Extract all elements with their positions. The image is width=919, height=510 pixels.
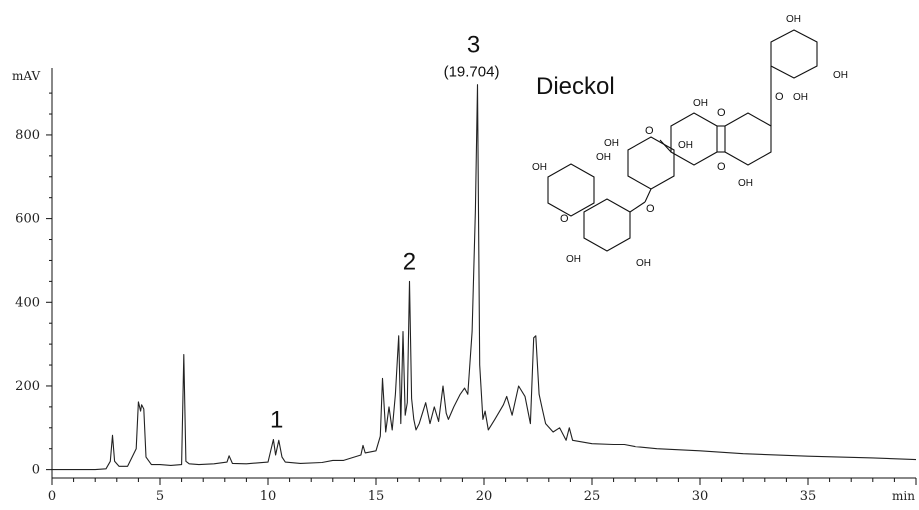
chromatogram-trace [52,84,917,471]
y-tick-label: 200 [15,379,40,394]
oh-label-d2: OH [678,140,693,151]
ring-b [724,112,772,166]
y-axis-unit: mAV [12,69,40,83]
x-tick-label: 20 [476,489,493,504]
ring-f [583,198,631,252]
x-tick-label: 25 [584,489,601,504]
dieckol-structure: O O OH OH OH O OH OH O OH OH O O OH OH O… [532,14,848,269]
x-tick-label: 5 [156,489,164,504]
oh-label-d1: OH [604,138,619,149]
oh-label-b1: OH [793,92,808,103]
annotation-layer: 1 2 3 (19.704) [270,32,499,434]
peak-retention-time: (19.704) [444,64,500,81]
oh-label-c1: OH [786,14,801,25]
peak-label-1: 1 [270,407,283,434]
ether-o-top: O [775,91,784,103]
ring-a [670,112,718,166]
ring-d [627,136,675,190]
ring-e [547,163,595,217]
y-tick-label: 400 [15,295,40,310]
oh-label-e2: OH [596,152,611,163]
oh-label-f1: OH [566,254,581,265]
peak-label-3: 3 [467,32,480,59]
dioxin-o-bottom: O [717,161,726,173]
dioxin-o-top: O [717,107,726,119]
ether-o-mid: O [645,125,654,137]
trace-layer [52,84,917,471]
x-tick-label: 15 [368,489,385,504]
oh-label-a1: OH [693,98,708,109]
peak-label-2: 2 [403,248,416,275]
x-tick-label: 10 [260,489,277,504]
x-tick-label: 30 [692,489,709,504]
ring-c [770,29,818,79]
x-axis-unit: min [892,489,915,503]
x-tick-label: 0 [48,489,56,504]
y-tick-label: 0 [32,463,40,478]
oh-label-c2: OH [833,70,848,81]
oh-label-e1: OH [532,162,547,173]
oh-label-f2: OH [636,258,651,269]
y-tick-label: 800 [15,128,40,143]
compound-name: Dieckol [536,73,615,100]
oh-label-b2: OH [738,178,753,189]
x-tick-label: 35 [800,489,817,504]
y-tick-label: 600 [15,212,40,227]
dioxin2-o: O [560,213,569,225]
ether-o-bottom: O [646,203,655,215]
tick-marks: 0 200 400 600 800 0 5 10 15 20 25 30 35 [15,92,917,504]
